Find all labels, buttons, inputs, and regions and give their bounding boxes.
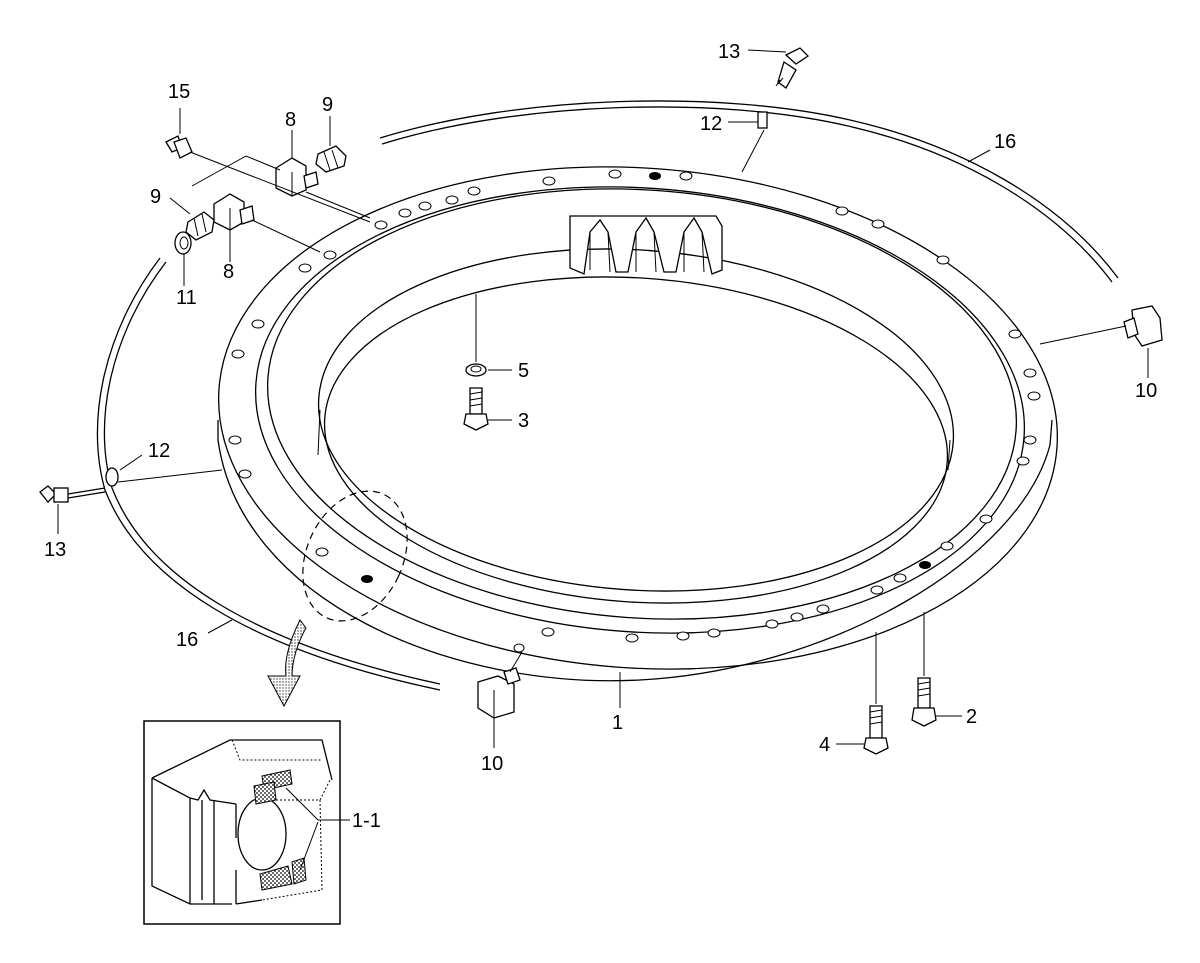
callout-9-upper: 9 [322,94,333,116]
ring-raised-edge [266,188,1018,620]
leader-lines [57,49,1149,748]
callout-12-left: 12 [148,440,170,462]
callout-8-upper: 8 [285,109,296,131]
callout-16-left: 16 [176,629,198,651]
slewing-ring [217,166,1058,682]
elbow-lower [213,193,255,231]
washer-5 [465,363,487,377]
bolt-holes [228,169,1041,653]
ring-outer-side [217,419,1053,682]
detail-marker [302,490,408,622]
detail-arrow [267,619,307,708]
screw-left [39,485,106,503]
callout-8-lower: 8 [223,261,234,283]
callout-2: 2 [966,706,977,728]
callout-1: 1 [612,712,623,734]
tube-clip-top [757,111,768,129]
grease-tube-left [96,257,441,691]
fitting-right [1123,305,1163,347]
screw-top [775,47,810,89]
bolt-4 [863,705,889,755]
callout-16-top: 16 [994,131,1016,153]
gear-teeth [569,215,723,275]
callout-4: 4 [819,734,830,756]
gear-teeth-lines [589,231,705,273]
callout-10-bottom: 10 [481,753,503,775]
grease-nipple [165,135,193,159]
bolt-2 [911,677,937,727]
callout-10-right: 10 [1135,380,1157,402]
bolt-3 [463,387,489,431]
ring-outer-edge [218,166,1058,670]
detail-box [143,720,350,925]
callout-9-lower: 9 [150,186,161,208]
ring-flange-inner [254,186,1026,634]
callout-13-top: 13 [718,41,740,63]
adapter-upper [315,145,347,173]
ring-inner-top [317,248,955,592]
callout-1-1: 1-1 [352,810,381,832]
fitting-bottom [477,667,521,719]
ring-inner-bottom [323,276,949,604]
callout-11: 11 [176,287,197,309]
callout-12-top: 12 [700,113,722,135]
gear-teeth-body [569,215,723,275]
callout-13-left: 13 [44,539,66,561]
tube-clip-left [105,467,119,487]
callout-5: 5 [518,360,529,382]
callout-3: 3 [518,410,529,432]
callout-15: 15 [168,81,190,103]
washer-11 [174,231,192,255]
ring-inner-wall-right [947,439,951,471]
ring-inner-wall-left [317,409,321,456]
elbow-upper [275,157,319,197]
adapter-lower [185,211,215,241]
grease-tube-top [379,100,1119,283]
